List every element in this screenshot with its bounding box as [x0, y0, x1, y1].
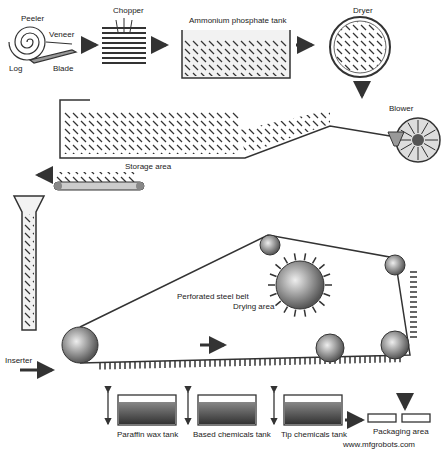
part-label: Log: [8, 64, 23, 73]
stage-label: Drying area: [232, 302, 275, 311]
tank-label: Tip chemicals tank: [280, 430, 348, 439]
part-label: Perforated steel belt: [176, 292, 250, 301]
stage-label: Inserter: [4, 356, 33, 365]
stage-label: Blower: [388, 104, 414, 113]
stage-label: Storage area: [124, 162, 172, 171]
stage-label: Chopper: [112, 6, 145, 15]
stage-label: Packaging area: [372, 427, 430, 436]
stage-label: Dryer: [352, 6, 374, 15]
tank-label: Paraffin wax tank: [116, 430, 179, 439]
part-label: Blade: [52, 64, 74, 73]
tank-label: Based chemicals tank: [192, 430, 272, 439]
part-label: Veneer: [48, 30, 75, 39]
part-label: Peeler: [20, 14, 45, 23]
stage-label: Ammonium phosphate tank: [188, 16, 287, 25]
watermark: www.mfgrobots.com: [342, 440, 416, 449]
